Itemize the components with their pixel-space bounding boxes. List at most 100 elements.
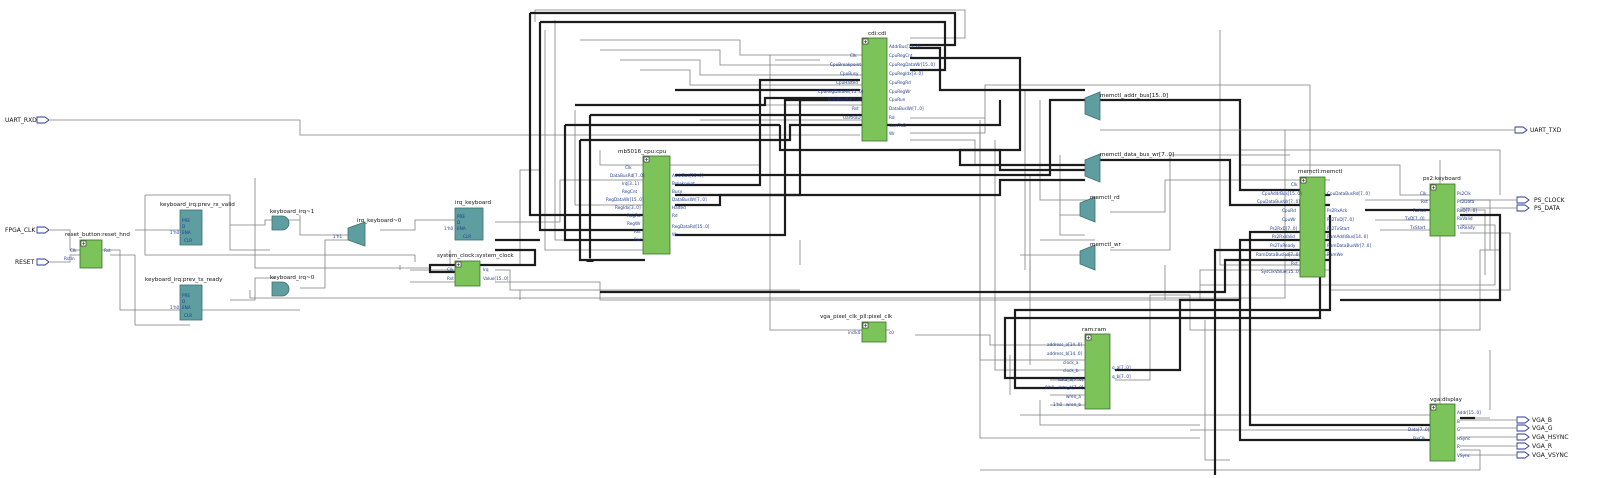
instance-cpu[interactable]: mb5016_cpu:cpu Clk DataBusRd[7..0] Irq[3…	[606, 149, 710, 255]
expand-plus-icon	[1087, 336, 1090, 339]
mux-title: memctl_addr_bus[15..0]	[1100, 93, 1168, 99]
pin-label: Rst	[1421, 199, 1428, 204]
pin-label: Rd	[889, 115, 895, 120]
pin-label: CpuRegRd	[889, 80, 911, 85]
pin-label: Run	[634, 237, 642, 242]
port-uart-rxd[interactable]: UART_RXD	[5, 116, 50, 124]
instance-ps2-keyboard[interactable]: ps2:keyboard Clk Rst RxAck TxD[7..0] TxS…	[1404, 176, 1477, 237]
pin-label: RamAddrBus[14..0]	[1327, 234, 1368, 239]
pin-label: CpuAddrBus[15..0]	[1262, 191, 1302, 196]
pin-label: Irq[3..1]	[622, 181, 639, 186]
pin-label: Rst	[852, 106, 859, 111]
instance-title: vga:display	[1430, 397, 1463, 403]
mux-memctl-rd[interactable]: memctl_rd	[1079, 195, 1120, 223]
gate-title: keyboard_irq~1	[270, 209, 315, 215]
pin-label: Rst	[104, 248, 111, 253]
instance-pixel-clk-pll[interactable]: vga_pixel_clk_pll:pixel_clk inclk0 c0	[820, 314, 894, 343]
pin-label: RegDataWr[15..0]	[606, 197, 644, 202]
instance-keyboard-irq-tx-ready[interactable]: keyboard_irq:prev_tx_ready PRE D ENA CLR…	[145, 277, 223, 321]
pin-label: RamDataBusRd[7..0]	[1256, 252, 1300, 257]
instance-system-clock[interactable]: system_clock:system_clock Clk Rst Irq Va…	[437, 253, 514, 287]
mux-memctl-data-bus-wr[interactable]: memctl_data_bus_wr[7..0]	[1084, 152, 1174, 183]
port-ps-data[interactable]: PS_DATA	[1516, 204, 1561, 212]
pin-label: CpuRegDataWr[15..0]	[889, 62, 935, 67]
expand-plus-icon	[1302, 179, 1305, 182]
mux-memctl-addr-bus[interactable]: memctl_addr_bus[15..0]	[1084, 91, 1168, 121]
mux-title: memctl_wr	[1090, 242, 1122, 248]
instance-title: keyboard_irq:prev_tx_ready	[145, 277, 223, 283]
pin-label: ENA	[182, 230, 191, 235]
pin-label: Ps2Data	[1457, 199, 1475, 204]
pin-label: Ps2TxReady	[1270, 243, 1296, 248]
pin-label: address_b[14..0]	[1047, 351, 1082, 356]
pin-label: RegDataRd[15..0]	[672, 224, 710, 229]
instance-title: system_clock:system_clock	[437, 253, 514, 259]
instance-cdi[interactable]: cdi:cdi Clk CpuBreakpoint CpuBusy CpuHal…	[818, 31, 935, 142]
expand-plus-icon	[457, 263, 460, 266]
instance-ram[interactable]: ram:ram address_a[14..0] address_b[14..0…	[1045, 327, 1131, 410]
pin-label: Value[15..0]	[483, 276, 509, 281]
pin-label: TxStart	[1409, 225, 1426, 230]
port-reset[interactable]: RESET	[15, 258, 50, 266]
gate-keyboard-irq-1[interactable]: keyboard_irq~1	[270, 209, 315, 231]
pin-label: RxD[7..0]	[1457, 208, 1477, 213]
const-label: 8'h0	[1045, 385, 1054, 390]
pin-label: RegIdx[3..0]	[615, 205, 641, 210]
gate-keyboard-irq-0[interactable]: keyboard_irq~0	[270, 275, 315, 297]
pin-label: clock_a	[1063, 360, 1079, 365]
mux-memctl-wr[interactable]: memctl_wr	[1079, 242, 1122, 271]
pin-label: data_b[7..0]	[1058, 385, 1084, 390]
port-vga-hsync[interactable]: VGA_HSYNC	[1516, 433, 1569, 441]
gate-title: keyboard_irq~0	[270, 275, 315, 281]
port-label: VGA_HSYNC	[1532, 434, 1569, 441]
port-uart-txd[interactable]: UART_TXD	[1514, 126, 1562, 134]
expand-plus-icon	[864, 324, 867, 327]
const-label: 1'h0	[1053, 402, 1062, 407]
pin-label: Ps2RxD[7..0]	[1270, 226, 1298, 231]
expand-plus-icon	[82, 242, 85, 245]
port-vga-vsync[interactable]: VGA_VSYNC	[1516, 451, 1568, 459]
gate-title: irq_keyboard~0	[357, 218, 402, 224]
pin-label: RegRd	[627, 213, 641, 218]
port-vga-b[interactable]: VGA_B	[1516, 416, 1552, 424]
pin-label: HSync	[1457, 436, 1471, 441]
instance-irq-keyboard[interactable]: irq_keyboard PRE D ENA CLR 1'h0	[444, 200, 491, 241]
port-label: PS_CLOCK	[1534, 197, 1566, 204]
port-vga-r[interactable]: VGA_R	[1516, 442, 1552, 450]
pin-label: c0	[889, 330, 894, 335]
expand-plus-icon	[1432, 186, 1435, 189]
const-label: 1'h0	[170, 305, 179, 310]
instance-title: ram:ram	[1082, 327, 1106, 333]
port-vga-g[interactable]: VGA_G	[1516, 424, 1553, 432]
port-fpga-clk[interactable]: FPGA_CLK	[5, 226, 50, 234]
pin-label: CLR	[184, 238, 192, 243]
pin-label: CLR	[463, 234, 471, 239]
pin-label: ENA	[457, 226, 466, 231]
pin-label: AddrBus[15..0]	[889, 44, 921, 49]
pin-label: Clk	[70, 248, 77, 253]
instance-title: keyboard_irq:prev_rx_valid	[160, 202, 235, 208]
pin-label: RegWr	[627, 221, 641, 226]
port-ps-clock[interactable]: PS_CLOCK	[1516, 196, 1566, 204]
instance-title: reset_button:reset_hnd	[65, 232, 130, 238]
pin-label: inclk0	[848, 330, 861, 335]
mux-irq-keyboard-0[interactable]: irq_keyboard~0 1'h1	[333, 218, 402, 247]
pin-label: Addr[15..0]	[1457, 410, 1481, 415]
pin-label: SysClkValue[15..0]	[1261, 269, 1301, 274]
instance-title: vga_pixel_clk_pll:pixel_clk	[820, 314, 893, 320]
instance-reset-button[interactable]: reset_button:reset_hnd Clk RstIn Rst	[64, 232, 130, 269]
pin-label: CLR	[184, 313, 192, 318]
expand-plus-icon	[645, 158, 648, 161]
port-label: RESET	[15, 259, 35, 266]
instance-memctl[interactable]: memctl:memctl Clk CpuAddrBus[15..0] CpuD…	[1256, 169, 1371, 278]
instance-keyboard-irq-rx-valid[interactable]: keyboard_irq:prev_rx_valid PRE D ENA CLR…	[160, 202, 235, 246]
pin-label: DataBusRd[7..0]	[610, 173, 645, 178]
pin-label: RxValid	[1457, 216, 1473, 221]
expand-plus-icon	[1432, 406, 1435, 409]
pin-label: DataBusWr[7..0]	[672, 197, 707, 202]
pin-label: CpuRegWr	[889, 89, 911, 94]
pin-label: Wr	[889, 131, 895, 136]
instance-vga-display[interactable]: vga:display Data[7..0] PixClk Addr[15..0…	[1408, 397, 1481, 462]
pin-label: Clk	[447, 267, 454, 272]
pin-label: UartRxD	[843, 115, 861, 120]
